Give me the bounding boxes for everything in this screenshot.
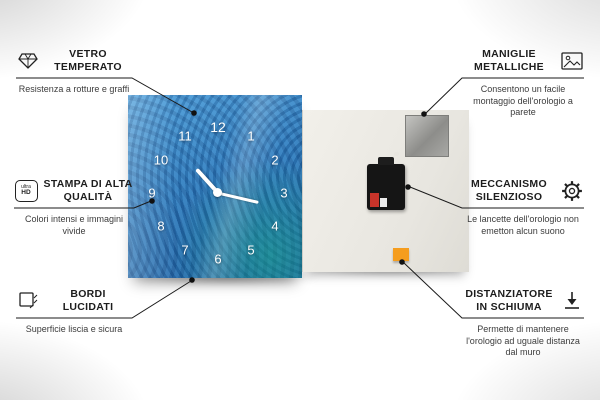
polished-edge-icon (16, 291, 40, 311)
clock-front-view: 1 2 3 4 5 6 7 8 9 10 11 12 (128, 95, 302, 278)
callout-header: MANIGLIE METALLICHE (462, 44, 584, 78)
callout-stampa-alta-qualita: ultra HD STAMPA DI ALTA QUALITÀ Colori i… (14, 174, 134, 237)
callout-bordi-lucidati: BORDI LUCIDATI Superficie liscia e sicur… (16, 284, 132, 336)
foam-spacer-icon (560, 291, 584, 311)
clock-back-view (302, 110, 469, 272)
callout-subtitle: Resistenza a rotture e graffi (18, 84, 130, 94)
foam-spacer (393, 248, 409, 261)
ultra-hd-icon: ultra HD (14, 180, 38, 202)
clock-number: 10 (153, 152, 169, 168)
callout-subtitle: Colori intensi e immagini vivide (24, 214, 124, 236)
clock-number: 12 (210, 119, 226, 135)
diamond-icon (16, 52, 40, 70)
clock-mechanism (367, 152, 405, 210)
clock-number: 11 (178, 128, 192, 144)
callout-header: BORDI LUCIDATI (16, 284, 132, 318)
mechanism-white-label (380, 198, 387, 207)
mechanism-red-label (370, 193, 379, 207)
clock-number: 3 (280, 185, 288, 201)
picture-frame-icon (560, 52, 584, 70)
callout-distanziatore-schiuma: DISTANZIATORE IN SCHIUMA Permette di man… (462, 284, 584, 359)
metal-hanger-plate (405, 115, 449, 157)
callout-title: VETRO TEMPERATO (54, 47, 122, 73)
callout-title: STAMPA DI ALTA QUALITÀ (43, 177, 133, 203)
mechanism-hanger-hole (394, 152, 399, 156)
callout-maniglie-metalliche: MANIGLIE METALLICHE Consentono un facile… (462, 44, 584, 119)
callout-header: ultra HD STAMPA DI ALTA QUALITÀ (14, 174, 134, 208)
callout-subtitle: Consentono un facile montaggio dell'orol… (473, 84, 573, 118)
mechanism-hanger (378, 152, 399, 165)
callout-title: DISTANZIATORE IN SCHIUMA (465, 287, 553, 313)
callout-title: MANIGLIE METALLICHE (474, 47, 544, 73)
clock-number: 4 (271, 218, 279, 234)
clock-number: 5 (247, 242, 255, 258)
clock-number: 9 (148, 185, 156, 201)
clock-number: 1 (247, 128, 255, 144)
callout-title: BORDI LUCIDATI (62, 287, 114, 313)
callout-subtitle: Le lancette dell'orologio non emetton al… (467, 214, 579, 236)
clock-number: 2 (271, 152, 279, 168)
clock-center-cap (213, 188, 222, 197)
callout-title: MECCANISMO SILENZIOSO (471, 177, 547, 203)
callout-header: DISTANZIATORE IN SCHIUMA (462, 284, 584, 318)
callout-meccanismo-silenzioso: MECCANISMO SILENZIOSO Le lancette dell'o… (462, 174, 584, 237)
ultra-hd-text-bottom: HD (21, 189, 31, 197)
clock-number: 6 (214, 251, 222, 267)
callout-header: MECCANISMO SILENZIOSO (462, 174, 584, 208)
clock-number: 8 (157, 218, 165, 234)
minute-hand (217, 191, 259, 204)
callout-header: VETRO TEMPERATO (16, 44, 132, 78)
callout-subtitle: Superficie liscia e sicura (25, 324, 123, 334)
ultra-hd-text-top: ultra (21, 184, 31, 191)
callout-vetro-temperato: VETRO TEMPERATO Resistenza a rotture e g… (16, 44, 132, 96)
gear-icon (560, 180, 584, 202)
callout-subtitle: Permette di mantenere l'orologio ad ugua… (466, 324, 580, 358)
clock-number: 7 (181, 242, 189, 258)
